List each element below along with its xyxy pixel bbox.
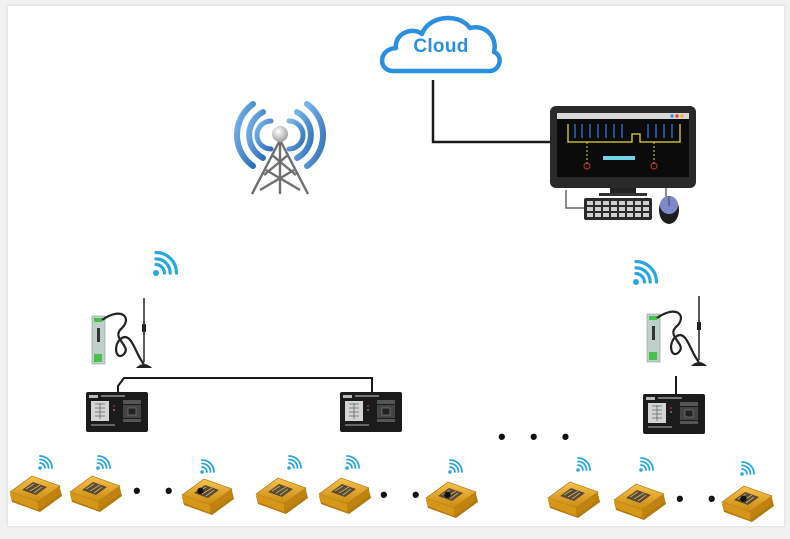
wifi-icon [631, 255, 663, 287]
bus-link [117, 377, 373, 392]
keyboard-key [627, 201, 633, 205]
keyboard-key [587, 201, 593, 205]
keyboard-key [587, 207, 593, 211]
wireless-sensor-icon [255, 477, 309, 515]
cell-tower-icon [234, 101, 326, 195]
keyboard-key [595, 201, 601, 205]
keyboard-icon [584, 198, 652, 220]
gsm-modem-antenna-icon [645, 294, 709, 368]
sensor-ellipsis: • • • [676, 486, 757, 511]
keyboard-key [619, 207, 625, 211]
controllers-ellipsis: • • • [498, 424, 579, 449]
wifi-icon [739, 458, 758, 477]
wifi-icon [638, 454, 657, 473]
wireless-sensor-icon [318, 477, 372, 515]
keyboard-key [595, 207, 601, 211]
keyboard-key [627, 207, 633, 211]
diagram-canvas [8, 6, 784, 526]
mouse-icon [659, 196, 679, 224]
keyboard-key [603, 207, 609, 211]
wifi-icon [151, 246, 183, 278]
sensor-ellipsis: • • • [380, 482, 461, 507]
keyboard-key [595, 213, 601, 217]
wifi-icon [286, 452, 305, 471]
keyboard-key [587, 213, 593, 217]
keyboard-key [643, 201, 649, 205]
wifi-icon [575, 454, 594, 473]
monitor-workstation-icon [550, 106, 696, 209]
keyboard-key [603, 201, 609, 205]
wifi-icon [37, 452, 56, 471]
wifi-icon [199, 456, 218, 475]
data-concentrator-icon [85, 391, 149, 433]
keyboard-key [603, 213, 609, 217]
wifi-icon [95, 452, 114, 471]
keyboard-key [619, 201, 625, 205]
wifi-icon [344, 452, 363, 471]
keyboard-key [635, 201, 641, 205]
keyboard-key [611, 207, 617, 211]
wifi-icon [447, 456, 466, 475]
sensor-ellipsis: • • • [133, 478, 214, 503]
wireless-sensor-icon [613, 483, 667, 521]
keyboard-key [643, 213, 649, 217]
keyboard-key [611, 201, 617, 205]
keyboard-key [635, 207, 641, 211]
data-concentrator-icon [642, 393, 706, 435]
keyboard-key [611, 213, 617, 217]
wireless-sensor-icon [9, 475, 63, 513]
keyboard-key [635, 213, 641, 217]
wireless-sensor-icon [547, 481, 601, 519]
gsm-modem-antenna-icon [90, 296, 154, 370]
data-concentrator-icon [339, 391, 403, 433]
keyboard-key [627, 213, 633, 217]
cloud-icon [379, 15, 502, 74]
keyboard-key [643, 207, 649, 211]
cloud-label: Cloud [413, 36, 469, 57]
cloud-server-link [431, 80, 553, 144]
wireless-sensor-icon [69, 475, 123, 513]
keyboard-key [619, 213, 625, 217]
